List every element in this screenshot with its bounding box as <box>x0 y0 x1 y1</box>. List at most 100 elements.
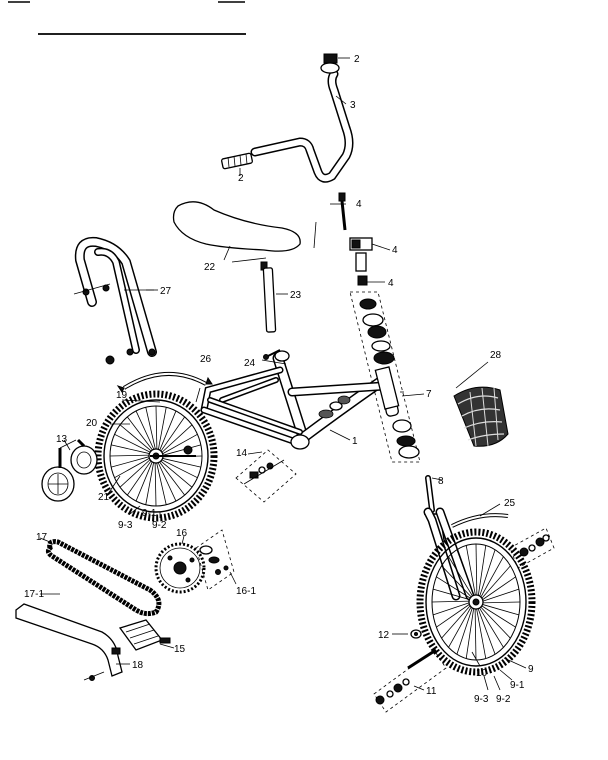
wheel-spoke <box>111 444 151 455</box>
callout-9-2-rear: 9-2 <box>152 520 167 531</box>
callout-4-bolt: 4 <box>356 199 362 210</box>
stem-nut-part <box>357 275 385 286</box>
wheel-spoke <box>154 461 157 507</box>
sissy-bar-part <box>73 236 158 365</box>
sprocket-part <box>154 542 206 594</box>
wheel-spoke <box>465 607 475 659</box>
wheel-spoke <box>479 549 496 598</box>
callout-16-1: 16-1 <box>236 586 256 597</box>
wheel-spoke <box>477 545 487 597</box>
wheel-spoke <box>161 457 201 468</box>
wheel-spoke <box>474 607 477 661</box>
callout-22: 22 <box>204 262 216 273</box>
wheel-spoke <box>441 604 472 639</box>
callout-9-1-front: 9-1 <box>510 680 525 691</box>
training-wheel-part <box>41 438 98 502</box>
callout-10: 10 <box>476 668 488 679</box>
callout-18: 18 <box>132 660 144 671</box>
callout-labels: 2 3 2 4 4 4 22 23 27 28 7 24 26 19 20 1 … <box>24 54 534 705</box>
saddle-part <box>172 201 301 261</box>
callout-12: 12 <box>378 630 390 641</box>
wheel-spoke <box>135 410 155 451</box>
callout-13: 13 <box>56 434 68 445</box>
wheel-spoke <box>477 607 496 655</box>
wheel-spoke <box>158 460 185 496</box>
callout-17: 17 <box>36 532 48 543</box>
wheel-spoke <box>432 602 471 616</box>
wheel-spoke <box>126 459 152 496</box>
wheel-spoke <box>436 576 472 599</box>
pedal-part <box>118 619 171 651</box>
wheel-spoke <box>109 454 151 457</box>
crank-hardware-16-1 <box>195 529 235 591</box>
header-rules <box>8 1 246 35</box>
wheel-spoke <box>481 576 516 601</box>
callout-9-3-rear: 9-3 <box>118 520 133 531</box>
fork-part <box>423 475 475 601</box>
wheel-spoke <box>475 543 478 597</box>
wheel-spoke <box>156 461 167 505</box>
wheel-spoke <box>431 600 471 603</box>
basket-part <box>453 386 509 447</box>
axle-hardware-14 <box>235 449 297 503</box>
callout-21: 21 <box>98 492 110 503</box>
wheel-spoke <box>448 605 472 648</box>
wheel-spoke <box>478 606 504 648</box>
wheel-spoke <box>480 565 511 600</box>
wheel-spoke <box>114 457 151 479</box>
callout-27: 27 <box>160 286 172 297</box>
wheel-spoke <box>432 588 471 601</box>
wheel-spoke <box>155 405 158 451</box>
callout-24: 24 <box>244 358 256 369</box>
callout-9-3-front: 9-3 <box>474 694 489 705</box>
stem-bolt-part <box>330 192 347 231</box>
wheel-spoke <box>161 433 198 455</box>
wheel-spoke <box>456 549 475 597</box>
callout-19: 19 <box>116 390 128 401</box>
callout-8: 8 <box>438 476 444 487</box>
wheel-spoke <box>476 607 487 659</box>
callout-15: 15 <box>174 644 186 655</box>
wheel-spoke <box>481 601 521 604</box>
wheel-spoke <box>481 588 520 602</box>
rear-wheel-part <box>94 390 218 522</box>
callout-20: 20 <box>86 418 98 429</box>
callout-16: 16 <box>176 528 188 539</box>
callout-4-clamp: 4 <box>392 245 398 256</box>
wheel-spoke <box>160 424 193 454</box>
leader-lines <box>39 95 527 691</box>
handlebar-part <box>250 69 354 183</box>
wheel-spoke <box>160 416 186 453</box>
wheel-spoke <box>127 416 154 452</box>
chainguard-part <box>15 603 123 681</box>
axle-hardware-11 <box>373 648 447 713</box>
callout-2-grip: 2 <box>238 173 244 184</box>
wheel-spoke <box>157 407 167 451</box>
top-nut-part <box>320 53 350 74</box>
wheel-spoke <box>119 424 153 452</box>
wheel-spoke <box>481 603 520 616</box>
callout-9-1-rear: 9-1 <box>142 508 157 519</box>
callout-25: 25 <box>504 498 516 509</box>
callout-9-2-front: 9-2 <box>496 694 511 705</box>
rear-fender-part <box>116 372 213 393</box>
wheel-spoke <box>119 458 152 488</box>
wheel-spoke <box>480 556 504 599</box>
wheel-spoke <box>145 407 156 451</box>
wheel-spoke <box>145 461 155 505</box>
wheel-spoke <box>161 444 201 456</box>
wheel-spoke <box>448 556 474 598</box>
wheel-spoke <box>159 460 193 488</box>
seat-clamp-bolt-part <box>263 349 281 360</box>
wheel-spoke <box>441 565 473 598</box>
wheel-spoke <box>111 456 151 468</box>
wheel-spoke <box>159 410 177 452</box>
callout-23: 23 <box>290 290 302 301</box>
callout-3: 3 <box>350 100 356 111</box>
wheel-spoke <box>479 606 511 639</box>
callout-2-top: 2 <box>354 54 360 65</box>
front-hub-hardware <box>509 527 555 569</box>
callout-14: 14 <box>236 448 248 459</box>
callout-26: 26 <box>200 354 212 365</box>
